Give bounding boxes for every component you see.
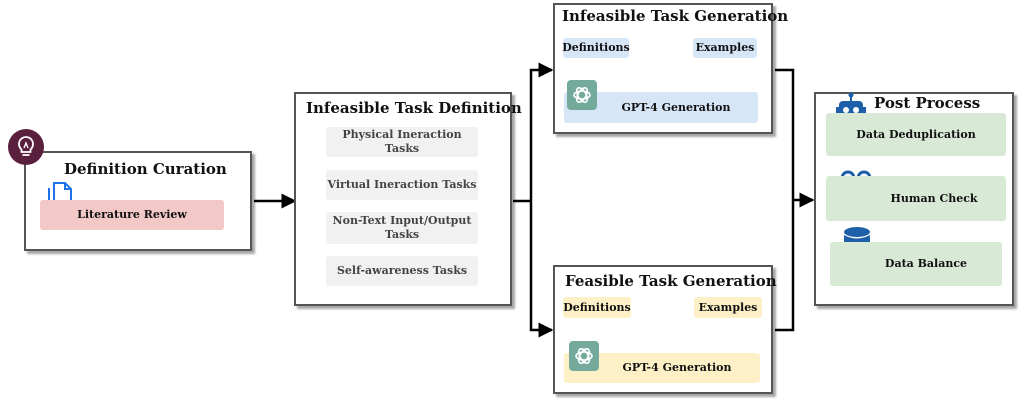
infeasible-examples-label: Examples xyxy=(693,38,757,58)
post-process-title: Post Process xyxy=(874,94,981,112)
infeasible-task-generation-title: Infeasible Task Generation xyxy=(562,7,789,25)
feasible-definitions-label: Definitions xyxy=(563,297,631,318)
arrow-feasible-to-post xyxy=(775,200,795,332)
task-category-virtual: Virtual Ineraction Tasks xyxy=(326,170,478,200)
data-deduplication-label: Data Deduplication xyxy=(826,113,1006,156)
task-category-physical: Physical Ineraction Tasks xyxy=(326,127,478,157)
arrow-infeasible-to-post xyxy=(775,68,795,200)
task-category-self-awareness: Self-awareness Tasks xyxy=(326,256,478,286)
openai-logo-icon xyxy=(567,80,597,110)
lightbulb-icon xyxy=(8,129,44,165)
arrow-to-feasible-gen xyxy=(529,201,554,338)
infeasible-definitions-label: Definitions xyxy=(562,38,630,58)
literature-review-label: Literature Review xyxy=(40,200,224,230)
feasible-task-generation-title: Feasible Task Generation xyxy=(565,272,777,290)
feasible-examples-label: Examples xyxy=(694,297,762,318)
data-balance-label: Data Balance xyxy=(830,242,1002,286)
human-check-label: Human Check xyxy=(826,176,1006,221)
openai-logo-icon xyxy=(569,341,599,371)
definition-curation-title: Definition Curation xyxy=(64,160,227,178)
task-category-non-text: Non-Text Input/Output Tasks xyxy=(326,212,478,244)
infeasible-task-definition-title: Infeasible Task Definition xyxy=(306,99,522,117)
arrow-to-infeasible-gen xyxy=(529,62,554,201)
